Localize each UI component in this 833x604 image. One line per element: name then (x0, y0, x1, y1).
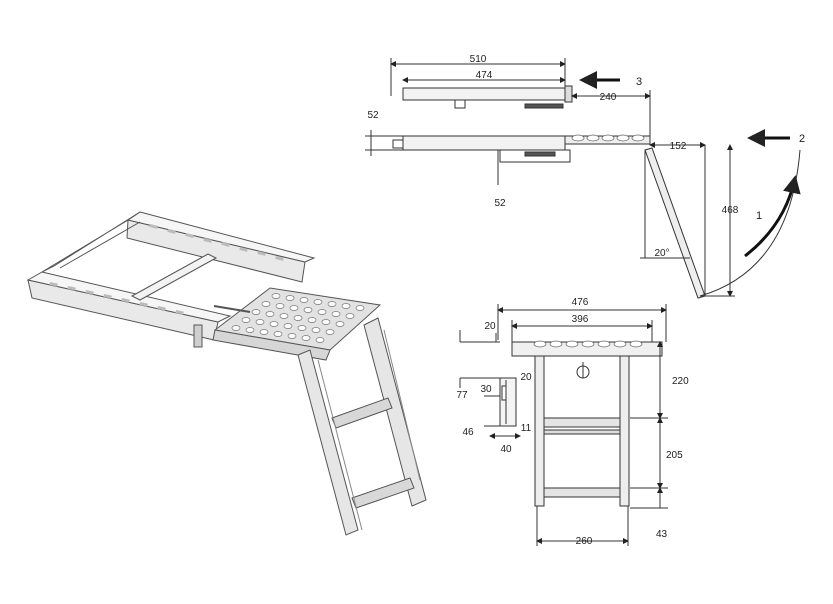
dim-152: 152 (670, 141, 687, 152)
dim-468: 468 (722, 205, 739, 216)
bracket-detail (499, 377, 517, 427)
dim-20-bracket: 20 (520, 372, 532, 383)
isometric-view (26, 211, 427, 536)
dim-77: 77 (456, 390, 468, 401)
ladder-step-upper (331, 397, 393, 429)
dim-46: 46 (462, 427, 474, 438)
side-ladder (644, 147, 706, 299)
rotation-arrow (744, 175, 801, 258)
callout-3: 3 (636, 76, 642, 88)
dim-20-top: 20 (484, 321, 496, 332)
dim-260: 260 (576, 536, 593, 547)
side-view (365, 58, 801, 299)
dim-52-bottom: 52 (494, 198, 506, 209)
front-left-rail (534, 355, 545, 507)
left-frame (41, 211, 141, 273)
cross-member (130, 253, 218, 301)
step-holes (231, 293, 365, 343)
dim-220: 220 (672, 376, 689, 387)
front-step-lower (543, 487, 621, 498)
dim-30: 30 (480, 384, 492, 395)
dim-474: 474 (476, 70, 493, 81)
callout-1: 1 (756, 210, 762, 222)
dim-52-top: 52 (367, 110, 379, 121)
dim-240: 240 (600, 92, 617, 103)
deployed-step (402, 135, 566, 151)
front-right-rail (619, 355, 630, 507)
front-view (459, 304, 668, 546)
rail-slots (49, 224, 284, 315)
callout-2: 2 (799, 133, 805, 145)
dim-11: 11 (521, 423, 532, 434)
locking-handle (193, 324, 203, 348)
dim-396: 396 (572, 314, 589, 325)
front-step-upper (543, 417, 621, 428)
ladder-step-lower (351, 477, 415, 509)
ladder (297, 317, 427, 536)
dim-476: 476 (572, 297, 589, 308)
dim-40: 40 (500, 444, 512, 455)
stowed-step (402, 87, 566, 101)
dim-angle: 20° (654, 248, 669, 259)
dim-205: 205 (666, 450, 683, 461)
dim-43: 43 (656, 529, 668, 540)
dim-510: 510 (470, 54, 487, 65)
swing-arc (699, 149, 801, 297)
